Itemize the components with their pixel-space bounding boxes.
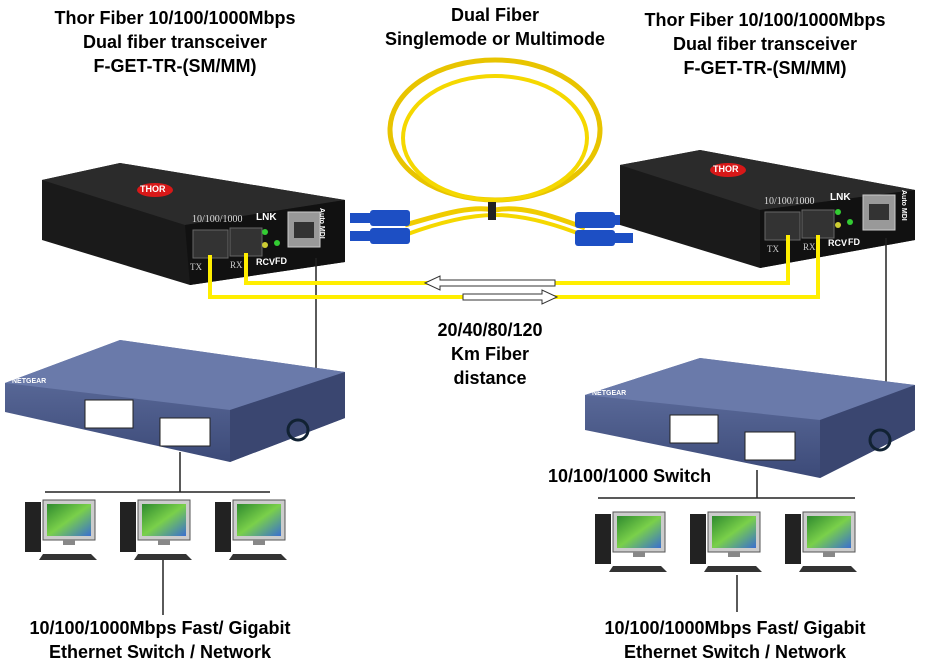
- computer-icon: [690, 511, 762, 572]
- computer-icon: [25, 499, 97, 560]
- arrow-left-icon: [423, 275, 556, 291]
- title-line: Dual fiber transceiver: [82, 32, 268, 52]
- title-line: Singlemode or Multimode: [384, 29, 605, 49]
- left-transceiver: [42, 163, 345, 285]
- left-auto-mdi-label: Auto MDI: [318, 208, 325, 239]
- distance-line: Km Fiber: [450, 344, 529, 364]
- fiber-cable-title: Dual Fiber Singlemode or Multimode: [365, 3, 625, 51]
- left-rcv-label: RCV: [256, 257, 276, 267]
- left-tx-label: TX: [190, 262, 202, 272]
- right-fd-label: FD: [848, 237, 860, 247]
- right-thor-logo: THOR: [713, 164, 739, 174]
- computer-icon: [120, 499, 192, 560]
- computer-icon: [785, 511, 857, 572]
- network-line: 10/100/1000Mbps Fast/ Gigabit: [604, 618, 866, 638]
- right-tx-label: TX: [767, 244, 779, 254]
- network-line: Ethernet Switch / Network: [623, 642, 847, 662]
- right-network-label: 10/100/1000Mbps Fast/ Gigabit Ethernet S…: [575, 616, 895, 664]
- left-thor-logo: THOR: [140, 184, 166, 194]
- thor-logo: [710, 163, 746, 177]
- title-line: F-GET-TR-(SM/MM): [93, 56, 257, 76]
- thor-logo: [137, 183, 173, 197]
- left-rx-label: RX: [230, 260, 243, 270]
- network-line: Ethernet Switch / Network: [48, 642, 272, 662]
- right-transceiver-title: Thor Fiber 10/100/1000Mbps Dual fiber tr…: [605, 8, 925, 80]
- computer-icon: [215, 499, 287, 560]
- right-lnk-label: LNK: [830, 192, 851, 203]
- title-line: Dual Fiber: [450, 5, 539, 25]
- left-fd-label: FD: [275, 256, 287, 266]
- title-line: F-GET-TR-(SM/MM): [683, 58, 847, 78]
- right-auto-mdi-label: Auto MDI: [900, 190, 907, 221]
- distance-line: 20/40/80/120: [437, 320, 543, 340]
- left-speed-label: 10/100/1000: [192, 214, 243, 225]
- left-network-label: 10/100/1000Mbps Fast/ Gigabit Ethernet S…: [0, 616, 320, 664]
- network-line: 10/100/1000Mbps Fast/ Gigabit: [29, 618, 291, 638]
- title-line: Dual fiber transceiver: [672, 34, 858, 54]
- computer-icon: [595, 511, 667, 572]
- left-lnk-label: LNK: [256, 212, 277, 223]
- arrow-right-icon: [462, 289, 559, 305]
- title-line: Thor Fiber 10/100/1000Mbps: [644, 10, 886, 30]
- ethernet-cables: [45, 238, 887, 615]
- left-switch: [5, 340, 345, 462]
- right-netgear-logo: NETGEAR: [592, 390, 627, 397]
- sc-connector-left: [350, 210, 410, 244]
- fiber-patch-cable: [350, 57, 633, 246]
- right-speed-label: 10/100/1000: [764, 196, 815, 207]
- right-switch-label: 10/100/1000 Switch: [548, 466, 712, 486]
- right-switch: [585, 358, 915, 478]
- distance-label: 20/40/80/120 Km Fiber distance: [390, 318, 590, 390]
- right-transceiver: [620, 150, 915, 268]
- left-transceiver-title: Thor Fiber 10/100/1000Mbps Dual fiber tr…: [15, 6, 335, 78]
- right-rcv-label: RCV: [828, 238, 848, 248]
- title-line: Thor Fiber 10/100/1000Mbps: [54, 8, 296, 28]
- computers: [25, 499, 857, 572]
- direction-arrows: [423, 275, 559, 305]
- right-rx-label: RX: [803, 242, 816, 252]
- distance-line: distance: [453, 368, 527, 388]
- left-netgear-logo: NETGEAR: [12, 378, 47, 385]
